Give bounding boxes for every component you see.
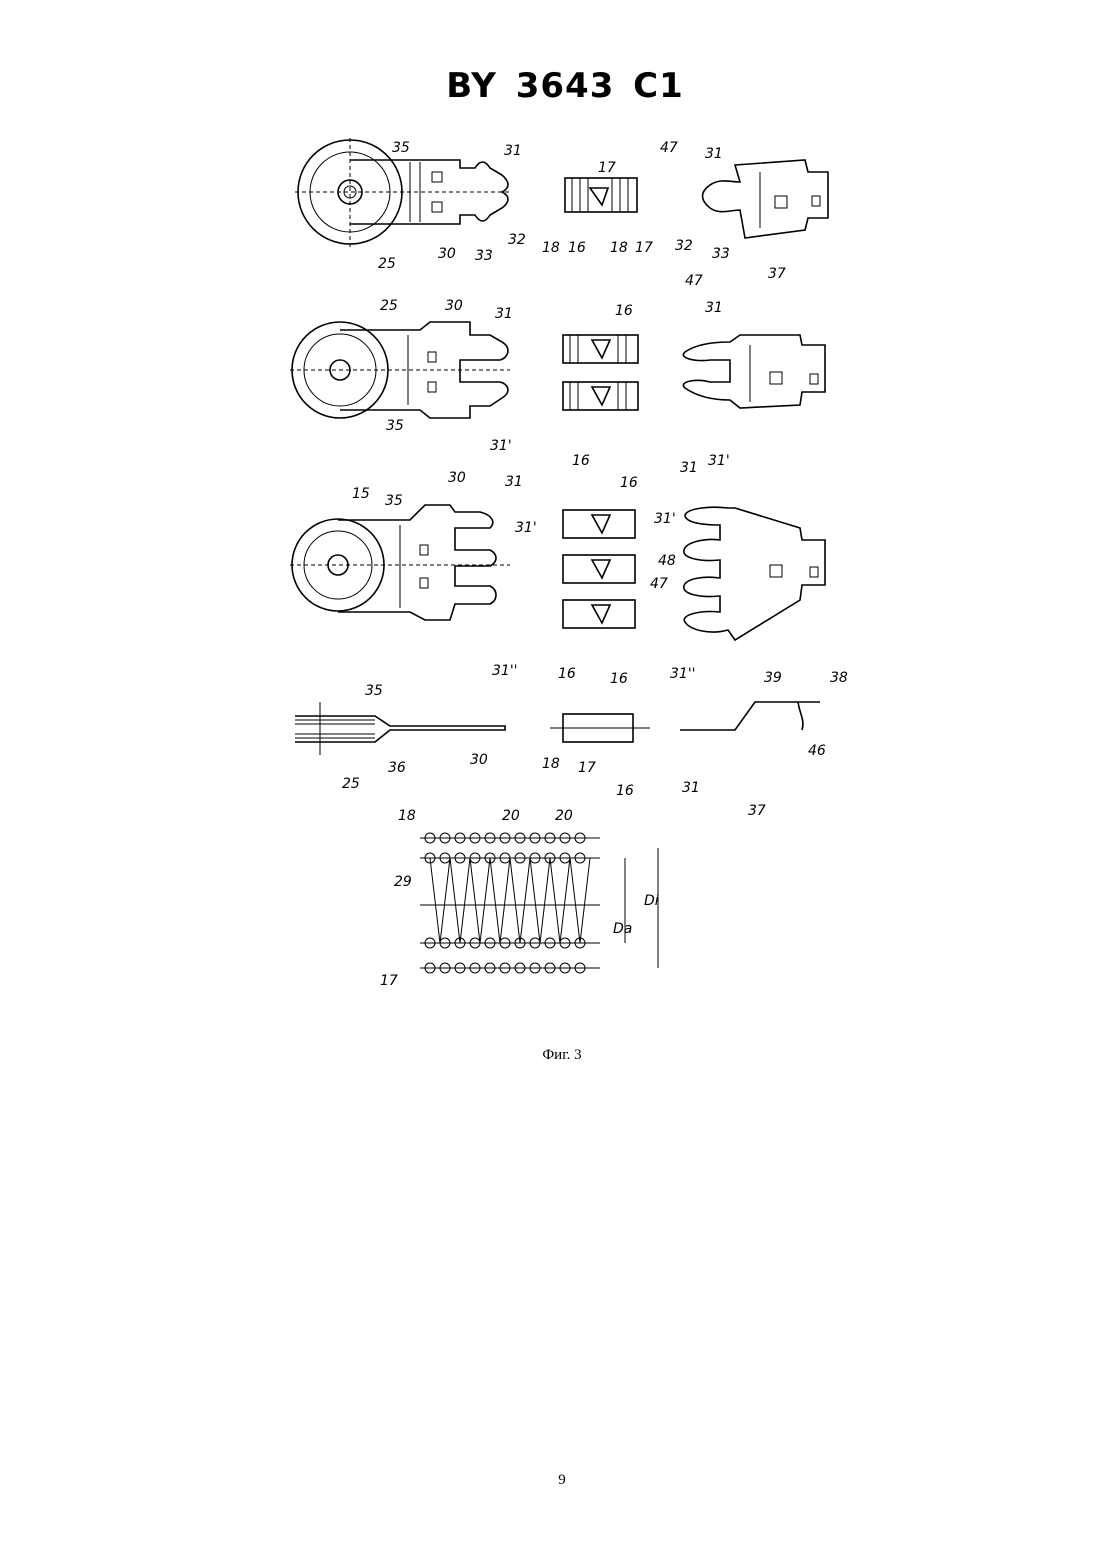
row3-pulley-assembly (290, 505, 510, 620)
row4-spring-16 (550, 714, 650, 742)
label: 25 (342, 776, 360, 792)
label: 38 (830, 670, 848, 686)
label: 35 (385, 493, 403, 509)
label: 30 (438, 246, 456, 262)
page-number: 9 (0, 1472, 1100, 1489)
figure-caption: Фиг. 3 (0, 1047, 1100, 1064)
label: 18 (610, 240, 628, 256)
label: 37 (768, 266, 786, 282)
label: 31 (682, 780, 700, 796)
label: 47 (685, 273, 703, 289)
label: 17 (578, 760, 596, 776)
label: 16 (615, 303, 633, 319)
label: 35 (392, 140, 410, 156)
label: 31 (505, 474, 523, 490)
label: 32 (508, 232, 526, 248)
label: 29 (394, 874, 412, 890)
label: 15 (352, 486, 370, 502)
label: 48 (658, 553, 676, 569)
label: 17 (598, 160, 616, 176)
label: 31' (490, 438, 512, 454)
label: 18 (542, 240, 560, 256)
label: 31 (680, 460, 698, 476)
label: 16 (558, 666, 576, 682)
label: 31 (504, 143, 522, 159)
label: 31'' (492, 663, 518, 679)
label: 37 (748, 803, 766, 819)
row2-pulley-assembly (290, 322, 510, 418)
label: 30 (470, 752, 488, 768)
row2-springs-16 (563, 335, 638, 410)
row1-bracket-37 (703, 160, 829, 238)
label: 17 (635, 240, 653, 256)
label: 31 (705, 146, 723, 162)
label: 16 (572, 453, 590, 469)
label: 30 (448, 470, 466, 486)
label: 17 (380, 973, 398, 989)
label: 31 (495, 306, 513, 322)
label: 31'' (670, 666, 696, 682)
label: 32 (675, 238, 693, 254)
label: 35 (365, 683, 383, 699)
row3-springs-16 (563, 510, 635, 628)
label: 20 (502, 808, 520, 824)
label: 36 (388, 760, 406, 776)
row5-coil-detail (420, 833, 658, 973)
patent-number-title: BY 3643 C1 (0, 66, 1100, 106)
label: 20 (555, 808, 573, 824)
label: 31' (708, 453, 730, 469)
label: 18 (542, 756, 560, 772)
label: 25 (380, 298, 398, 314)
row1-spring-16 (565, 178, 637, 212)
label: 39 (764, 670, 782, 686)
label: 16 (568, 240, 586, 256)
label: 35 (386, 418, 404, 434)
patent-figure-3: 35 31 25 30 33 32 17 18 16 18 17 47 31 3… (280, 130, 860, 1000)
label: 16 (616, 783, 634, 799)
label: 31' (654, 511, 676, 527)
row2-bracket (683, 335, 825, 408)
row4-bracket-profile (680, 702, 820, 730)
label: 25 (378, 256, 396, 272)
row4-side-view-pulley (295, 702, 505, 755)
label: 47 (650, 576, 668, 592)
row3-bracket (684, 507, 825, 640)
label: 18 (398, 808, 416, 824)
label: 16 (610, 671, 628, 687)
label: 47 (660, 140, 678, 156)
label: 46 (808, 743, 826, 759)
label: Da (613, 921, 632, 937)
label: 33 (712, 246, 730, 262)
label: 30 (445, 298, 463, 314)
label: Di (644, 893, 659, 909)
label: 16 (620, 475, 638, 491)
figure-drawing: 35 31 25 30 33 32 17 18 16 18 17 47 31 3… (280, 130, 860, 1000)
label: 33 (475, 248, 493, 264)
label: 31 (705, 300, 723, 316)
label: 31' (515, 520, 537, 536)
